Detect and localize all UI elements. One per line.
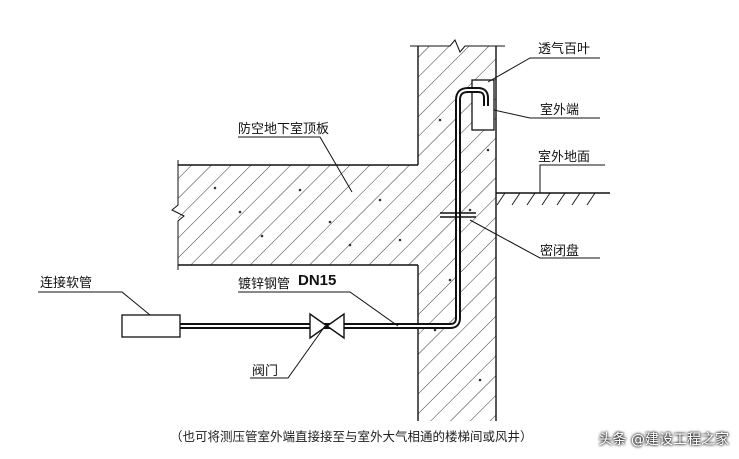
label-pipe: 镀锌钢管 — [238, 277, 291, 292]
seal-disc — [440, 212, 476, 218]
outdoor-ground — [496, 192, 610, 206]
diagram-caption: （也可将测压管室外端直接接至与室外大气相通的楼梯间或风井） — [170, 429, 533, 444]
leader-louver — [487, 57, 600, 83]
label-pipe-size: DN15 — [298, 272, 337, 289]
leader-outdoor-end — [493, 109, 600, 119]
connector-hose — [121, 314, 181, 338]
label-louver: 透气百叶 — [538, 42, 591, 57]
label-valve: 阀门 — [252, 364, 279, 379]
leader-ground — [539, 164, 605, 193]
label-roof-slab: 防空地下室顶板 — [238, 122, 330, 137]
roof-slab — [171, 118, 490, 382]
valve-symbol — [309, 312, 345, 340]
label-seal-disc: 密闭盘 — [540, 244, 580, 259]
leader-pipe — [238, 291, 399, 327]
label-connector: 连接软管 — [40, 276, 93, 291]
leader-seal-disc — [469, 219, 600, 259]
label-outdoor-ground: 室外地面 — [538, 150, 591, 165]
label-outdoor-end: 室外端 — [540, 103, 580, 118]
leader-roof-slab — [238, 136, 353, 193]
watermark: 头条 @建设工程之家 — [598, 432, 729, 448]
leader-valve — [250, 325, 326, 379]
leader-connector — [38, 291, 151, 316]
